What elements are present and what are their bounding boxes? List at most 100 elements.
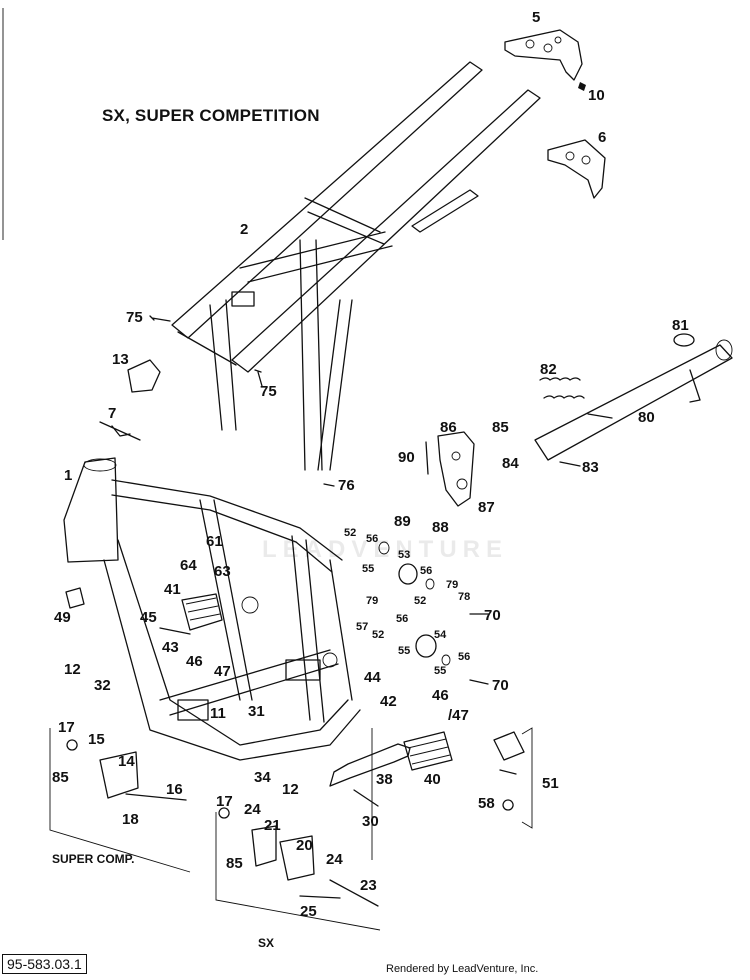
part-5-guard-plate xyxy=(504,29,586,91)
callout-6[interactable]: 6 xyxy=(598,129,607,146)
callout-75a[interactable]: 75 xyxy=(126,309,143,326)
part-76-bolt xyxy=(323,483,335,487)
part-86-bracket xyxy=(425,431,475,507)
callout-47a[interactable]: 47 xyxy=(214,663,231,680)
callout-40[interactable]: 40 xyxy=(424,771,441,788)
callout-56b[interactable]: 56 xyxy=(420,565,433,577)
callout-46a[interactable]: 46 xyxy=(186,653,203,670)
callout-43[interactable]: 43 xyxy=(162,639,179,656)
callout-89[interactable]: 89 xyxy=(394,513,411,530)
part-80-side-stand xyxy=(534,333,733,461)
callout-13[interactable]: 13 xyxy=(112,351,129,368)
callout-83[interactable]: 83 xyxy=(582,459,599,476)
callout-24b[interactable]: 24 xyxy=(326,851,343,868)
callout-55a[interactable]: 55 xyxy=(362,563,375,575)
document-number: 95-583.03.1 xyxy=(2,954,87,974)
callout-42[interactable]: 42 xyxy=(380,693,397,710)
callout-75b[interactable]: 75 xyxy=(260,383,277,400)
callout-79a[interactable]: 79 xyxy=(446,579,459,591)
callout-88[interactable]: 88 xyxy=(432,519,449,536)
callout-51[interactable]: 51 xyxy=(542,775,559,792)
callout-17a[interactable]: 17 xyxy=(58,719,75,736)
callout-21[interactable]: 21 xyxy=(264,817,281,834)
callout-5[interactable]: 5 xyxy=(532,9,541,26)
callout-31[interactable]: 31 xyxy=(248,703,265,720)
callout-56d[interactable]: 56 xyxy=(458,651,471,663)
callout-7[interactable]: 7 xyxy=(108,405,117,422)
group-label-super-comp: SUPER COMP. xyxy=(52,852,135,866)
part-41-footpeg-left xyxy=(159,593,223,635)
part-14-bracket xyxy=(49,728,191,873)
callout-81[interactable]: 81 xyxy=(672,317,689,334)
callout-87[interactable]: 87 xyxy=(478,499,495,516)
callout-15[interactable]: 15 xyxy=(88,731,105,748)
callout-2[interactable]: 2 xyxy=(240,221,249,238)
callout-64[interactable]: 64 xyxy=(180,557,197,574)
callout-70b[interactable]: 70 xyxy=(492,677,509,694)
callout-12a[interactable]: 12 xyxy=(64,661,81,678)
part-13-bumper xyxy=(127,359,161,393)
callout-49[interactable]: 49 xyxy=(54,609,71,626)
callout-16[interactable]: 16 xyxy=(166,781,183,798)
callout-52a[interactable]: 52 xyxy=(344,527,357,539)
callout-63[interactable]: 63 xyxy=(214,563,231,580)
callout-44[interactable]: 44 xyxy=(364,669,381,686)
callout-56a[interactable]: 56 xyxy=(366,533,379,545)
callout-53[interactable]: 53 xyxy=(398,549,411,561)
diagram-title: SX, SUPER COMPETITION xyxy=(102,106,320,125)
callout-79b[interactable]: 79 xyxy=(366,595,379,607)
callout-56c[interactable]: 56 xyxy=(396,613,409,625)
group-label-sx: SX xyxy=(258,936,275,950)
callout-85a[interactable]: 85 xyxy=(492,419,509,436)
callout-70a[interactable]: 70 xyxy=(484,607,501,624)
callout-17b[interactable]: 17 xyxy=(216,793,233,810)
callout-1[interactable]: 1 xyxy=(64,467,73,484)
callout-18[interactable]: 18 xyxy=(122,811,139,828)
callout-34[interactable]: 34 xyxy=(254,769,271,786)
part-7-clip xyxy=(99,421,141,441)
callout-32[interactable]: 32 xyxy=(94,677,111,694)
callout-23[interactable]: 23 xyxy=(360,877,377,894)
callout-54[interactable]: 54 xyxy=(434,629,447,641)
callout-45[interactable]: 45 xyxy=(140,609,157,626)
callout-46b[interactable]: 46 xyxy=(432,687,449,704)
callout-55c[interactable]: 55 xyxy=(434,665,447,677)
callout-12b[interactable]: 12 xyxy=(282,781,299,798)
part-2-subframe xyxy=(171,61,541,471)
callout-52c[interactable]: 52 xyxy=(372,629,385,641)
callout-80[interactable]: 80 xyxy=(638,409,655,426)
callout-10[interactable]: 10 xyxy=(588,87,605,104)
callout-85b[interactable]: 85 xyxy=(52,769,69,786)
callout-76[interactable]: 76 xyxy=(338,477,355,494)
part-75-bolt-a xyxy=(149,315,171,322)
callout-38[interactable]: 38 xyxy=(376,771,393,788)
callout-24a[interactable]: 24 xyxy=(244,801,261,818)
callout-58[interactable]: 58 xyxy=(478,795,495,812)
callout-90[interactable]: 90 xyxy=(398,449,415,466)
callout-55b[interactable]: 55 xyxy=(398,645,411,657)
callout-25[interactable]: 25 xyxy=(300,903,317,920)
callout-85c[interactable]: 85 xyxy=(226,855,243,872)
callout-57[interactable]: 57 xyxy=(356,621,369,633)
part-75-bolt-b xyxy=(254,369,263,387)
callout-82[interactable]: 82 xyxy=(540,361,557,378)
render-credit: Rendered by LeadVenture, Inc. xyxy=(386,963,539,975)
part-83-bolt xyxy=(559,461,581,467)
callout-47b[interactable]: /47 xyxy=(448,707,469,724)
callout-11[interactable]: 11 xyxy=(210,705,226,722)
callout-20[interactable]: 20 xyxy=(296,837,313,854)
callout-52b[interactable]: 52 xyxy=(414,595,427,607)
callout-41[interactable]: 41 xyxy=(164,581,181,598)
callout-84[interactable]: 84 xyxy=(502,455,519,472)
part-54-footpeg-right xyxy=(378,541,489,685)
callout-30[interactable]: 30 xyxy=(362,813,379,830)
watermark: LEADVENTURE xyxy=(262,536,509,563)
part-38-brake-pedal xyxy=(329,743,411,787)
part-1-main-frame xyxy=(63,457,361,761)
callout-86[interactable]: 86 xyxy=(440,419,457,436)
callout-78[interactable]: 78 xyxy=(458,591,471,603)
callout-61[interactable]: 61 xyxy=(206,533,223,550)
callout-14[interactable]: 14 xyxy=(118,753,135,770)
